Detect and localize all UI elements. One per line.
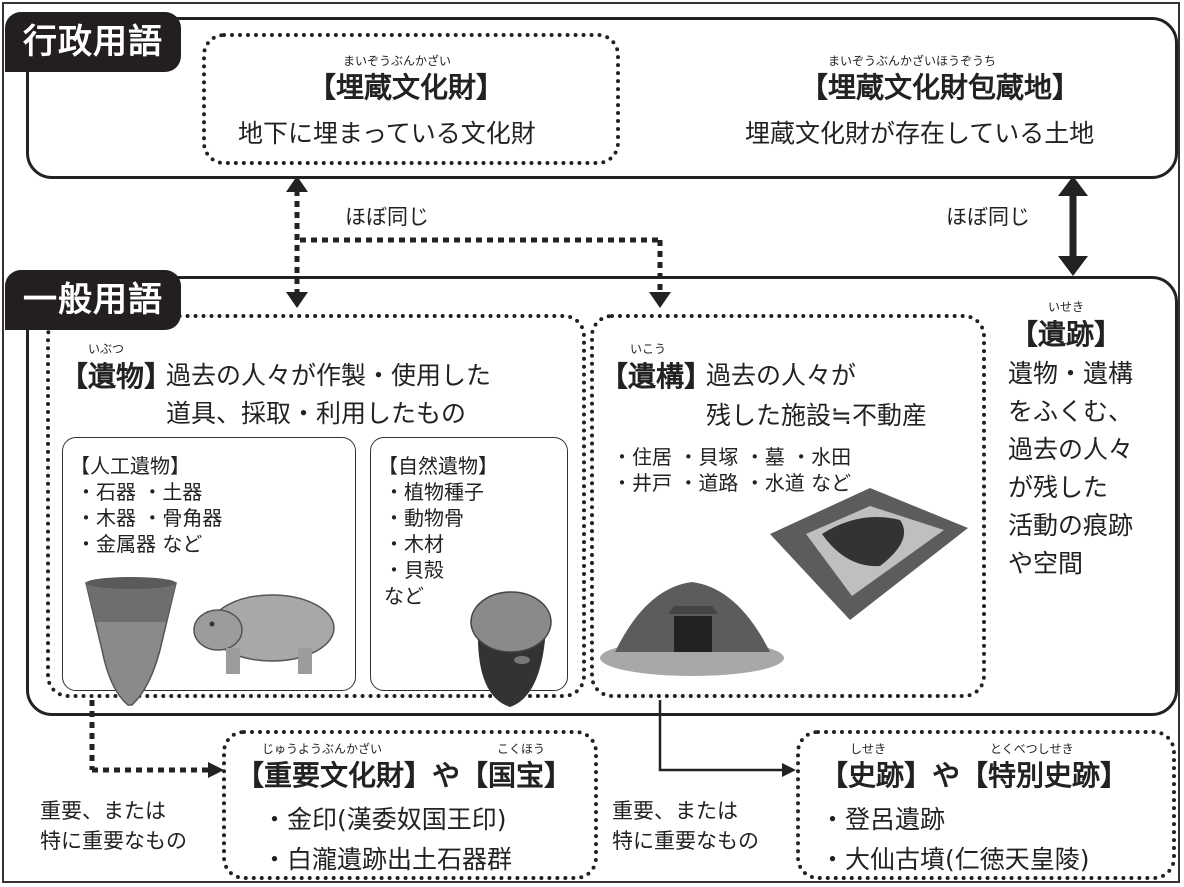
iseki-desc: 遺物・遺構 をふくむ、 過去の人々 が残した 活動の痕跡 や空間 bbox=[1008, 355, 1133, 583]
treasure-item: ・金印(漢委奴国王印) bbox=[262, 805, 507, 834]
arrow-head-right-icon bbox=[782, 763, 796, 777]
list-item: ・木材 bbox=[384, 532, 444, 556]
artificial-relics-list: ・石器 ・土器 ・木器 ・骨角器 ・金属器 など bbox=[76, 479, 222, 557]
almost-same-left-label: ほぼ同じ bbox=[345, 205, 429, 229]
arrow-head-up-icon bbox=[286, 176, 308, 192]
earthenware-jar-icon bbox=[85, 577, 177, 706]
ikou-examples-list: ・住居 ・貝塚 ・墓 ・水田 ・井戸 ・道路 ・水道 など bbox=[612, 444, 851, 496]
iseki-line: をふくむ、 bbox=[1008, 397, 1134, 426]
maizou-bunkazai-title: 【埋蔵文化財】 bbox=[308, 71, 505, 104]
treasure-title: 【重要文化財】や【国宝】 bbox=[236, 759, 573, 792]
maizou-bunkazai-box bbox=[202, 33, 620, 165]
ikou-box bbox=[590, 314, 986, 698]
artificial-relics-title: 【人工遺物】 bbox=[70, 454, 190, 478]
natural-relics-box bbox=[370, 437, 568, 691]
ikou-desc-1: 過去の人々が bbox=[706, 361, 857, 390]
list-item: など bbox=[384, 584, 424, 608]
pit-dwelling-icon bbox=[600, 582, 784, 676]
natural-relics-list: ・植物種子 ・動物骨 ・木材 ・貝殻 など bbox=[384, 479, 484, 609]
historic-title: 【史跡】や【特別史跡】 bbox=[820, 759, 1129, 792]
ibutsu-ruby: いぶつ bbox=[88, 342, 125, 356]
treasure-ruby-2: こくほう bbox=[497, 742, 546, 756]
treasure-ruby-1: じゅうようぶんかざい bbox=[262, 742, 383, 756]
list-item: ・井戸 ・道路 ・水道 など bbox=[612, 471, 852, 495]
houzouchi-ruby: まいぞうぶんかざいほうぞうち bbox=[828, 54, 997, 68]
list-item: ・住居 ・貝塚 ・墓 ・水田 bbox=[612, 445, 852, 469]
list-item: ・貝殻 bbox=[384, 558, 444, 582]
historic-item: ・登呂遺跡 bbox=[820, 805, 946, 834]
almost-same-right-label: ほぼ同じ bbox=[946, 205, 1030, 229]
solid-connector bbox=[658, 700, 790, 772]
list-item: ・植物種子 bbox=[384, 480, 484, 504]
burial-pit-icon bbox=[770, 488, 968, 620]
arrow-head-down-icon bbox=[649, 292, 671, 308]
acorn-icon bbox=[470, 591, 552, 707]
iseki-ruby: いせき bbox=[1048, 300, 1085, 314]
ibutsu-box bbox=[46, 314, 586, 698]
list-item: ・木器 ・骨角器 bbox=[76, 506, 223, 530]
arrow-head-right-icon bbox=[208, 762, 224, 778]
arrow-head-down-icon bbox=[1058, 256, 1088, 276]
arrow-head-down-icon bbox=[286, 292, 308, 308]
ikou-ruby: いこう bbox=[630, 342, 667, 356]
treasure-box bbox=[222, 730, 598, 880]
houzouchi-desc: 埋蔵文化財が存在している土地 bbox=[745, 119, 1095, 148]
ibutsu-desc-2: 道具、採取・利用したもの bbox=[166, 399, 467, 428]
maizou-bunkazai-desc: 地下に埋まっている文化財 bbox=[238, 119, 536, 148]
ikou-title: 【遺構】 bbox=[600, 360, 713, 393]
iseki-line: 遺物・遺構 bbox=[1008, 359, 1134, 388]
iseki-line: 過去の人々 bbox=[1008, 435, 1134, 464]
ibutsu-desc-1: 過去の人々が作製・使用した bbox=[166, 361, 492, 390]
historic-item: ・大仙古墳(仁徳天皇陵) bbox=[820, 845, 1090, 874]
admin-terms-tag: 行政用語 bbox=[5, 12, 181, 72]
iseki-line: や空間 bbox=[1008, 549, 1084, 578]
historic-ruby-1: しせき bbox=[850, 742, 887, 756]
historic-ruby-2: とくべつしせき bbox=[990, 742, 1074, 756]
iseki-line: が残した bbox=[1008, 473, 1109, 502]
iseki-line: 活動の痕跡 bbox=[1008, 511, 1134, 540]
treasure-item: ・白瀧遺跡出土石器群 bbox=[262, 845, 513, 874]
ibutsu-title: 【遺物】 bbox=[60, 360, 173, 393]
historic-site-box bbox=[796, 730, 1176, 880]
iseki-title: 【遺跡】 bbox=[1010, 318, 1123, 351]
list-item: ・動物骨 bbox=[384, 506, 464, 530]
important-label-left: 重要、または 特に重要なもの bbox=[40, 799, 187, 853]
natural-relics-title: 【自然遺物】 bbox=[378, 454, 498, 478]
list-item: ・石器 ・土器 bbox=[76, 480, 203, 504]
ikou-desc-2: 残した施設≒不動産 bbox=[706, 401, 927, 430]
arrow-head-up-icon bbox=[1058, 176, 1088, 196]
list-item: ・金属器 など bbox=[76, 532, 203, 556]
important-label-right: 重要、または 特に重要なもの bbox=[612, 799, 759, 853]
bear-figurine-icon bbox=[193, 594, 335, 674]
general-terms-tag: 一般用語 bbox=[5, 270, 181, 330]
houzouchi-title: 【埋蔵文化財包蔵地】 bbox=[800, 71, 1081, 104]
maizou-bunkazai-ruby: まいぞうぶんかざい bbox=[343, 54, 452, 68]
